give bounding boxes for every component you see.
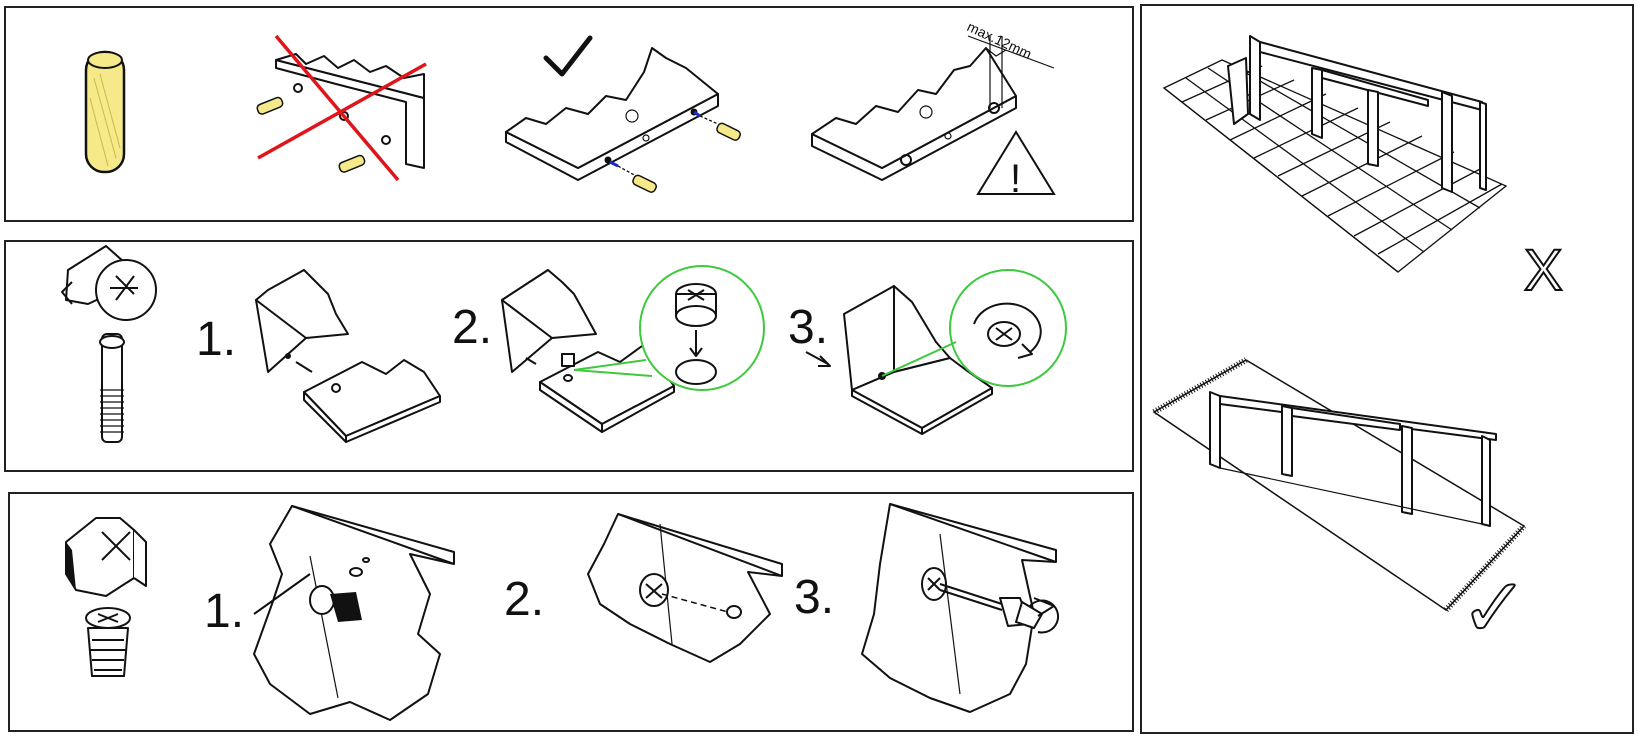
bracket-step-3-drawing — [861, 503, 1060, 713]
bracket-drawing — [65, 503, 1060, 721]
wrong-tiled-floor — [1162, 35, 1508, 273]
correct-mark: ✓ — [1460, 561, 1529, 656]
wooden-dowel-icon — [84, 50, 126, 174]
correct-dowel-placement — [505, 47, 741, 193]
bracket-step-2-drawing — [587, 513, 783, 663]
warning-triangle-icon: ! — [976, 130, 1056, 201]
cross-mark-icon — [274, 34, 400, 182]
cam-lock-instructions-panel: 1. 2. 3. — [4, 240, 1134, 472]
check-mark-icon: ✓ — [1459, 560, 1530, 657]
check-mark-icon — [543, 35, 593, 77]
bracket-step-1-drawing — [253, 505, 455, 721]
screwdriver-icon — [939, 583, 1003, 605]
max-depth-label: max.12mm — [965, 18, 1035, 62]
floor-surface-drawing: X ✓ — [1152, 35, 1564, 657]
dowel-instructions-panel: max.12mm ! — [4, 6, 1134, 222]
bracket-step-2-label: 2. — [504, 573, 545, 626]
cross-mark-icon: X — [1523, 237, 1564, 304]
cam-step-1-drawing — [255, 269, 441, 443]
cam-step-2-label: 2. — [452, 301, 493, 354]
cam-step-3-drawing — [805, 269, 1067, 435]
bracket-icon — [65, 517, 147, 597]
cam-step-2-drawing — [501, 265, 765, 433]
wrong-dowel-placement — [256, 34, 427, 182]
wrong-mark: X — [1524, 238, 1563, 303]
floor-surface-panel: X ✓ — [1140, 4, 1634, 734]
bracket-instructions-panel: 1. 2. 3. — [8, 492, 1134, 732]
screw-icon — [85, 607, 131, 677]
warning-symbol: ! — [1010, 157, 1021, 201]
correct-carpet-floor — [1152, 357, 1527, 613]
dowel-instructions-drawing: max.12mm ! — [84, 18, 1056, 201]
bracket-step-3-label: 3. — [794, 571, 835, 624]
cam-lock-drawing — [61, 245, 1067, 443]
cam-step-1-label: 1. — [196, 313, 237, 366]
cam-bolt-icon — [99, 333, 125, 443]
cam-step-3-label: 3. — [788, 301, 829, 354]
bracket-step-1-label: 1. — [204, 585, 245, 638]
cam-lock-icon — [61, 245, 157, 321]
